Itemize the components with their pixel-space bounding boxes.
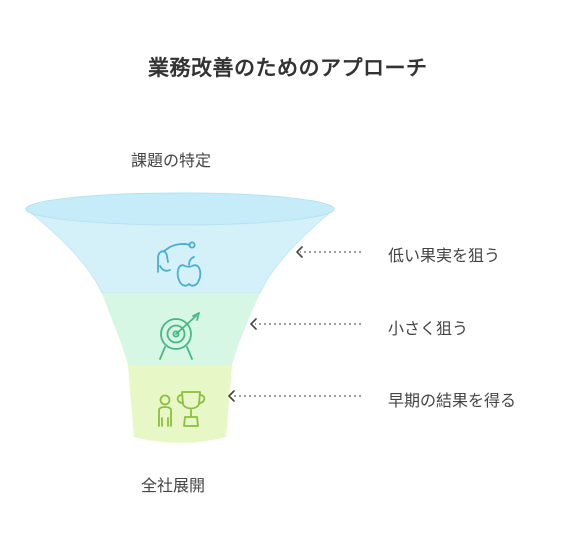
hand-apple-icon	[157, 241, 202, 287]
stage-label-low-hanging-fruit: 低い果実を狙う	[388, 246, 501, 265]
stage-1-arrow	[296, 246, 361, 258]
stage-label-start-small: 小さく狙う	[388, 319, 469, 338]
stage-3-arrow	[228, 390, 361, 402]
stage-label-quick-wins: 早期の結果を得る	[388, 391, 517, 410]
funnel-rim	[25, 192, 335, 226]
funnel-top-label: 課題の特定	[131, 151, 212, 170]
person-trophy-icon	[158, 391, 206, 427]
diagram-title: 業務改善のためのアプローチ	[148, 56, 428, 80]
funnel-bottom-label: 全社展開	[141, 476, 206, 495]
target-arrow-icon	[159, 312, 200, 360]
funnel-stage-3	[128, 365, 232, 443]
stage-2-arrow	[250, 318, 361, 330]
